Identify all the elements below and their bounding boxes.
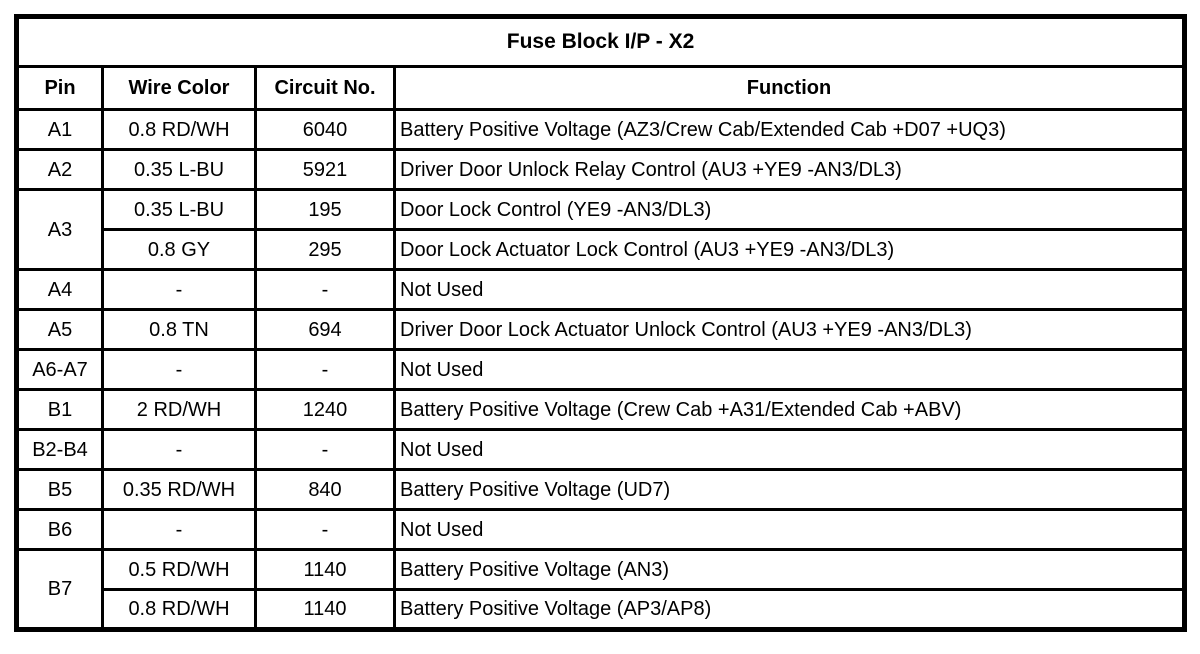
circuit-no-cell: -	[254, 348, 396, 391]
wire-color-cell: 0.8 RD/WH	[101, 108, 257, 151]
table-row: B2-B4 - - Not Used	[15, 428, 1187, 471]
table-row: A5 0.8 TN 694 Driver Door Lock Actuator …	[15, 308, 1187, 351]
wire-color-cell: 2 RD/WH	[101, 388, 257, 431]
wire-color-cell: -	[101, 508, 257, 551]
pin-cell: A5	[15, 308, 104, 351]
column-header-function: Function	[392, 65, 1187, 111]
column-header-wire-color: Wire Color	[101, 65, 257, 111]
circuit-no-cell: 694	[254, 308, 396, 351]
circuit-no-cell: 6040	[254, 108, 396, 151]
table-row: 0.8 RD/WH 1140 Battery Positive Voltage …	[17, 588, 1187, 631]
table-row: A1 0.8 RD/WH 6040 Battery Positive Volta…	[15, 108, 1187, 151]
function-cell: Door Lock Actuator Lock Control (AU3 +YE…	[392, 228, 1187, 271]
table-row: A4 - - Not Used	[15, 268, 1187, 311]
function-cell: Battery Positive Voltage (UD7)	[392, 468, 1187, 511]
wire-color-cell: 0.5 RD/WH	[101, 548, 257, 591]
function-cell: Not Used	[392, 508, 1187, 551]
function-cell: Not Used	[392, 348, 1187, 391]
wire-color-cell: -	[101, 428, 257, 471]
function-cell: Battery Positive Voltage (AP3/AP8)	[392, 588, 1187, 631]
pin-cell: B6	[15, 508, 104, 551]
column-header-circuit-no: Circuit No.	[254, 65, 396, 111]
function-cell: Driver Door Unlock Relay Control (AU3 +Y…	[392, 148, 1187, 191]
table-row: A2 0.35 L-BU 5921 Driver Door Unlock Rel…	[15, 148, 1187, 191]
pin-cell: A6-A7	[15, 348, 104, 391]
wire-color-cell: 0.35 L-BU	[101, 188, 257, 231]
function-cell: Not Used	[392, 268, 1187, 311]
table-row: A3 0.35 L-BU 195 Door Lock Control (YE9 …	[15, 188, 1187, 271]
circuit-no-cell: 295	[254, 228, 396, 271]
wire-color-cell: 0.35 RD/WH	[101, 468, 257, 511]
wire-color-cell: 0.35 L-BU	[101, 148, 257, 191]
function-cell: Battery Positive Voltage (Crew Cab +A31/…	[392, 388, 1187, 431]
circuit-no-cell: 195	[254, 188, 396, 231]
wire-color-cell: 0.8 GY	[101, 228, 257, 271]
pin-cell: A2	[15, 148, 104, 191]
wire-color-cell: 0.8 RD/WH	[101, 588, 257, 631]
table-row: B1 2 RD/WH 1240 Battery Positive Voltage…	[15, 388, 1187, 431]
wire-color-cell: -	[101, 348, 257, 391]
table-title: Fuse Block I/P - X2	[14, 15, 1187, 68]
pin-cell: B5	[15, 468, 104, 511]
circuit-no-cell: -	[254, 268, 396, 311]
pin-cell: A3	[15, 188, 104, 271]
circuit-no-cell: -	[254, 508, 396, 551]
circuit-no-cell: -	[254, 428, 396, 471]
fuse-block-table: Fuse Block I/P - X2 Pin Wire Color Circu…	[14, 14, 1188, 632]
column-header-pin: Pin	[15, 65, 104, 111]
function-cell: Battery Positive Voltage (AN3)	[392, 548, 1187, 591]
table-row: A6-A7 - - Not Used	[15, 348, 1187, 391]
function-cell: Not Used	[392, 428, 1187, 471]
function-cell: Battery Positive Voltage (AZ3/Crew Cab/E…	[392, 108, 1187, 151]
wire-color-cell: -	[101, 268, 257, 311]
circuit-no-cell: 1140	[254, 548, 396, 591]
pin-cell: B1	[15, 388, 104, 431]
table-row: 0.8 GY 295 Door Lock Actuator Lock Contr…	[17, 228, 1187, 271]
table-row: B7 0.5 RD/WH 1140 Battery Positive Volta…	[15, 548, 1187, 631]
function-cell: Door Lock Control (YE9 -AN3/DL3)	[392, 188, 1187, 231]
table-title-row: Fuse Block I/P - X2	[14, 15, 1187, 68]
function-cell: Driver Door Lock Actuator Unlock Control…	[392, 308, 1187, 351]
wire-color-cell: 0.8 TN	[101, 308, 257, 351]
table-row: B5 0.35 RD/WH 840 Battery Positive Volta…	[15, 468, 1187, 511]
pin-cell: B7	[15, 548, 104, 631]
pin-cell: A1	[15, 108, 104, 151]
table-row: B6 - - Not Used	[15, 508, 1187, 551]
pin-cell: B2-B4	[15, 428, 104, 471]
circuit-no-cell: 840	[254, 468, 396, 511]
circuit-no-cell: 5921	[254, 148, 396, 191]
pin-cell: A4	[15, 268, 104, 311]
circuit-no-cell: 1140	[254, 588, 396, 631]
table-header-row: Pin Wire Color Circuit No. Function	[15, 65, 1187, 111]
circuit-no-cell: 1240	[254, 388, 396, 431]
